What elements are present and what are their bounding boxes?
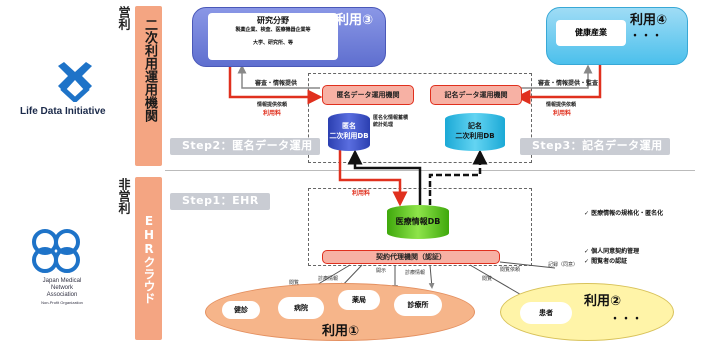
research-line2: 大学、研究所、等 [252,40,293,46]
medical-db-label: 医療情報DB [395,217,441,226]
divider-line [165,170,695,171]
step3-bar: Step3：記名データ運用 [520,138,670,155]
fee-center: 利用料 [352,190,371,197]
ehr-note-2: ✓ 個人同意契約管理 [584,248,640,255]
secondary-org-bar [135,6,162,166]
secondary-dashed-box [308,73,532,163]
info-request-right: 情報提供依頼 [546,102,577,108]
fee-right: 利用料 [553,110,572,117]
use2-label: 利用② [584,294,622,309]
jmna-line-1: Japan Medical [42,278,82,284]
fee-left: 利用料 [263,110,282,117]
use4-label: 利用④ [630,13,668,28]
step1-bar: Step1：EHR [170,193,270,210]
medical-db: 医療情報DB [387,205,449,239]
jmna-name: Japan Medical Network Association Non-Pr… [22,278,102,306]
ehr-cloud-bar [135,177,162,340]
kenshin-node: 健診 [222,301,260,319]
anon-db-line1: 匿名 [342,122,356,130]
anon-notes: 匿名化情報蓄積 統計処理 [373,115,408,129]
jmna-line-2: Network [50,285,73,291]
research-line1: 製薬企業、検査、医療機器企業等 [235,27,311,33]
conn-label-3: 開示 [376,268,387,274]
jmna-line-3: Association [46,292,78,298]
health-title: 健康産業 [575,28,607,37]
use1-label: 利用① [322,324,360,339]
jmna-logo: Japan Medical Network Association Non-Pr… [22,228,112,318]
named-db-line1: 記名 [468,122,482,130]
named-org-box: 記名データ運用機関 [430,85,522,105]
step2-bar: Step2：匿名データ運用 [170,138,320,155]
conn-label-1: 閲覧 [289,280,300,286]
research-title: 研究分野 [257,16,289,25]
use3-label: 利用③ [336,13,374,28]
anon-note-2: 統計処理 [373,122,394,128]
lifedata-name: Life Data Initiative [20,106,106,117]
commercial-label: 営利 [117,6,131,30]
review-label-right: 審査・情報提供・監査 [538,80,599,87]
secondary-org-label: 二次利用運用機関 [142,18,157,122]
ehr-note-3: ✓ 閲覧者の認証 [584,258,628,265]
named-db: 記名 二次利用DB [445,113,505,151]
ehr-note-1: ✓ 医療情報の規格化・匿名化 [584,210,664,217]
jmna-line-4: Non-Profit Organization [41,300,83,305]
conn-label-5: 閲覧 [482,276,493,282]
ehr-note-3-text: 閲覧者の認証 [591,258,628,265]
hospital-node: 病院 [278,297,324,319]
use4-dots: ・・・ [630,31,663,42]
jmna-logo-icon [32,229,80,273]
lifedata-logo-icon [58,62,92,102]
lifedata-logo: Life Data Initiative [20,62,130,127]
review-label: 審査・情報提供 [255,80,298,87]
anon-note-1: 匿名化情報蓄積 [373,115,409,121]
conn-label-2: 診療情報 [318,276,339,282]
conn-label-7: 記録（同意） [548,262,579,268]
named-db-line2: 二次利用DB [455,132,495,140]
conn-label-6: 閲覧依頼 [500,267,521,273]
anon-db-line2: 二次利用DB [329,132,369,140]
info-request-left: 情報提供依頼 [257,102,288,108]
use2-dots: ・・・ [610,314,643,325]
ehr-cloud-label: EHRクラウド [142,214,156,304]
conn-label-4: 診療情報 [405,270,426,276]
pharmacy-node: 薬局 [338,290,380,310]
anon-db: 匿名 二次利用DB [328,113,370,151]
ehr-note-1-text: 医療情報の規格化・匿名化 [591,210,664,217]
health-box: 健康産業 [556,20,626,46]
ehr-note-2-text: 個人同意契約管理 [591,248,640,255]
noncommercial-label: 非営利 [117,178,131,214]
clinic-node: 診療所 [394,294,442,316]
research-box: 研究分野 製薬企業、検査、医療機器企業等 大学、研究所、等 [208,13,338,60]
anon-org-box: 匿名データ運用機関 [322,85,414,105]
agency-bar: 契約代理機関（認証） [322,250,500,264]
patient-node: 患者 [520,302,572,324]
